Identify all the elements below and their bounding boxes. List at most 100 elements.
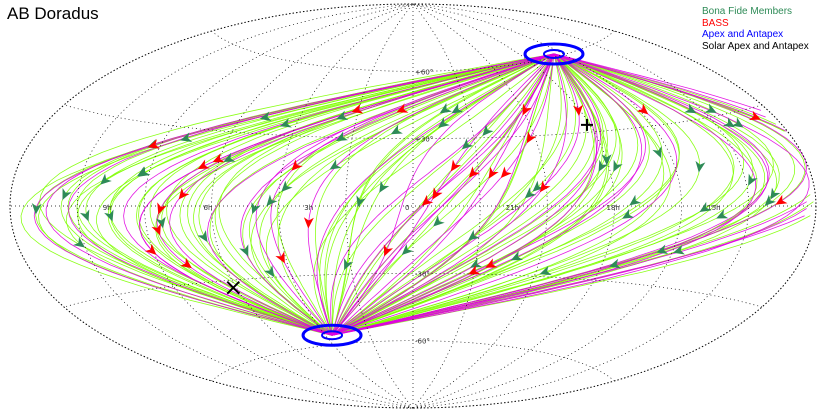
bona-fide-track — [107, 53, 555, 336]
legend-entry-bona-fide: Bona Fide Members — [702, 6, 793, 17]
bass-arrow — [500, 166, 512, 179]
bona-fide-arrow — [155, 216, 166, 229]
bona-fide-arrow — [510, 251, 523, 261]
grid-meridian — [412, 3, 750, 409]
bona-fide-track — [331, 53, 608, 336]
bona-fide-track — [331, 53, 701, 336]
bona-fide-arrow — [748, 173, 758, 186]
bass-arrow — [421, 194, 434, 206]
bona-fide-track — [35, 53, 555, 336]
legend-entry-bass: BASS — [702, 17, 729, 29]
bass-track — [331, 53, 807, 336]
grid-meridian — [76, 3, 414, 409]
bass-track — [331, 53, 555, 336]
bona-fide-track — [265, 53, 555, 336]
bass-arrow — [151, 223, 161, 236]
bass-arrow — [178, 187, 190, 200]
bona-fide-arrow — [433, 215, 445, 227]
bass-arrow — [539, 180, 551, 193]
bona-fide-arrow — [266, 194, 278, 207]
bona-fide-arrow — [601, 154, 612, 166]
bass-track — [240, 53, 555, 336]
bona-fide-arrow — [461, 138, 474, 150]
bona-fide-track — [325, 53, 555, 336]
bona-fide-arrow — [223, 152, 236, 162]
bona-fide-track — [331, 53, 595, 336]
bona-fide-arrow — [31, 203, 42, 215]
bona-fide-arrow — [62, 187, 72, 201]
bona-fide-track — [331, 53, 623, 336]
bona-fide-track — [248, 53, 555, 336]
lon-tick-label: 21h — [506, 204, 519, 212]
legend-entry-solar: Solar Apex and Antapex — [702, 40, 809, 52]
bona-fide-arrow — [467, 229, 480, 241]
bona-fide-track — [331, 53, 735, 336]
bona-fide-arrow — [770, 187, 781, 200]
bass-track — [331, 53, 555, 336]
bona-fide-arrow — [716, 209, 729, 219]
bass-arrow — [573, 104, 584, 117]
bass-arrow — [488, 166, 499, 179]
bona-fide-arrow — [470, 258, 483, 268]
bona-fide-track — [331, 53, 555, 336]
antapex-inner-ellipse — [321, 330, 344, 341]
bass-arrow — [468, 265, 481, 275]
bass-arrow — [636, 103, 649, 115]
bona-fide-arrow — [281, 180, 293, 192]
grid-meridian — [412, 3, 615, 409]
bona-fide-track — [109, 53, 555, 336]
bona-fide-arrow — [104, 209, 114, 222]
bass-track — [331, 53, 808, 336]
bass-arrow — [432, 187, 443, 200]
bona-fide-arrow — [608, 258, 621, 269]
bass-track — [255, 53, 555, 336]
bass-track — [331, 53, 757, 336]
bona-fide-arrow — [197, 230, 208, 243]
bona-fide-arrow — [629, 194, 642, 206]
bona-fide-track — [331, 53, 734, 336]
bona-fide-track — [314, 53, 555, 336]
bass-arrow — [291, 159, 303, 171]
bass-arrow — [485, 258, 498, 268]
lon-tick-label: 15h — [707, 204, 720, 212]
track-layer — [20, 53, 814, 336]
bass-track — [33, 53, 555, 336]
bona-fide-track — [138, 53, 555, 336]
arrow-layer — [31, 103, 788, 278]
bona-fide-arrow — [652, 146, 662, 159]
bass-track — [45, 53, 555, 336]
lat-tick-label: -30° — [415, 270, 430, 278]
bass-track — [331, 53, 769, 336]
bona-fide-arrow — [239, 244, 249, 257]
bass-track — [331, 53, 555, 336]
chart-title: AB Doradus — [7, 4, 99, 23]
apex-inner-ellipse — [542, 48, 565, 59]
bona-fide-arrow — [482, 124, 494, 136]
marker-layer — [226, 42, 593, 347]
bona-fide-track — [331, 53, 555, 336]
bass-track — [331, 53, 567, 336]
bona-fide-arrow — [656, 244, 669, 254]
bona-fide-track — [331, 53, 555, 336]
lon-tick-label: 6h — [204, 204, 213, 212]
apex-outer-ellipse — [523, 42, 585, 66]
bona-fide-arrow — [695, 160, 706, 173]
lon-tick-label: 0 — [405, 204, 409, 212]
grid-parallel — [211, 340, 615, 382]
bona-fide-arrow — [673, 244, 685, 255]
lon-tick-label: 18h — [607, 204, 620, 212]
bass-track — [330, 53, 555, 336]
bona-fide-arrow — [390, 124, 403, 135]
bass-arrow — [197, 159, 210, 170]
bass-arrow — [275, 251, 285, 264]
bona-fide-track — [331, 53, 555, 336]
bona-fide-track — [250, 53, 555, 336]
bona-fide-arrow — [79, 209, 90, 222]
bona-fide-arrow — [764, 194, 776, 207]
bass-track — [331, 53, 678, 336]
bona-fide-arrow — [100, 173, 112, 185]
bona-fide-arrow — [722, 117, 735, 128]
bass-track — [316, 53, 555, 336]
